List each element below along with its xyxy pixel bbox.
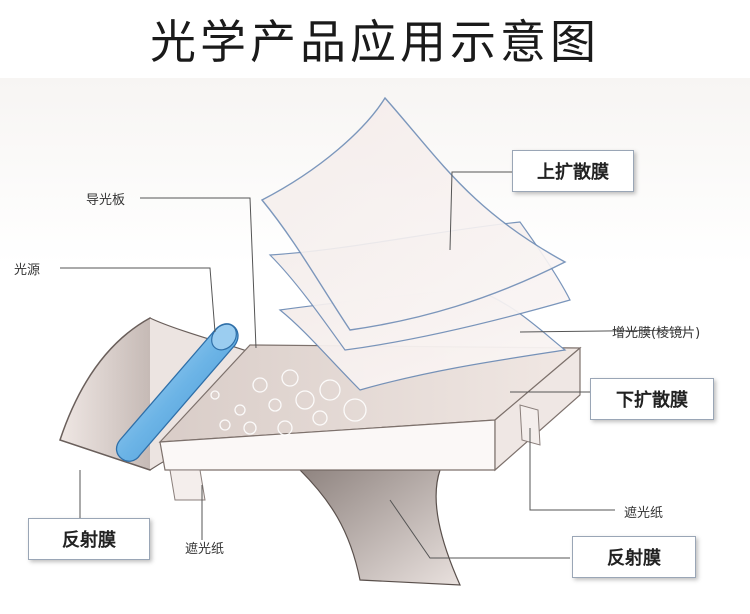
label-shading-paper-left: 遮光纸 [185,542,225,557]
shading-paper-strip [169,469,206,501]
label-upper-diffuser: 上扩散膜 [512,150,634,192]
shading-paper-strip-right [519,404,541,446]
label-reflector-left: 反射膜 [28,518,150,560]
label-light-guide: 导光板 [86,193,126,208]
light-guide-plate-side [494,346,581,472]
label-reflector-right: 反射膜 [572,536,696,578]
label-light-source: 光源 [14,263,41,278]
label-brightness-film: 增光膜(棱镜片) [612,326,701,341]
light-guide-dots [210,369,367,436]
label-shading-paper-right: 遮光纸 [624,506,664,521]
label-lower-diffuser: 下扩散膜 [590,378,714,420]
light-source-tube-end [211,323,237,351]
bottom-reflector-shape [298,469,461,586]
upper-diffuser-sheet [260,96,567,331]
diagram-title: 光学产品应用示意图 [150,15,600,69]
